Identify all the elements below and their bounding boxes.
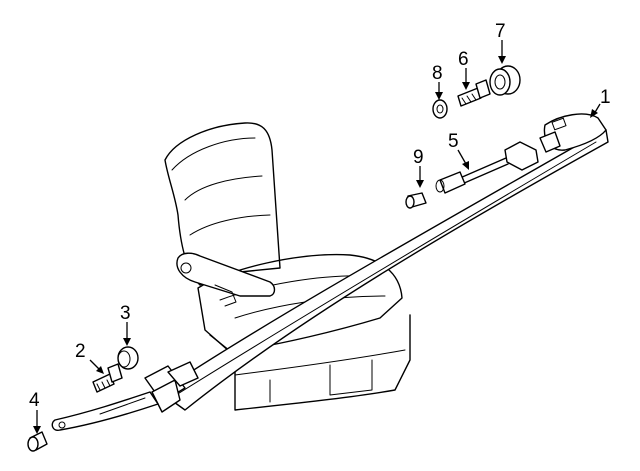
bushing-part-3 [117,346,139,370]
cap-part-9 [405,192,427,209]
seat-belt-assembly [51,113,609,431]
callout-7: 7 [495,21,506,42]
callout-6: 6 [458,49,469,70]
washer-part-8 [432,99,448,119]
callout-labels: 1 2 3 4 5 6 7 8 9 [29,21,611,411]
callout-4: 4 [29,390,40,411]
buckle-assembly [435,141,539,194]
callout-9: 9 [413,147,424,168]
callout-arrows [33,40,601,434]
callout-3: 3 [120,303,131,324]
bolt-part-6 [457,79,491,107]
callout-5: 5 [448,131,459,152]
seat-illustration [164,122,411,411]
callout-8: 8 [432,63,443,84]
bolt-part-2 [92,363,123,393]
bushing-part-7 [489,65,521,96]
callout-1: 1 [600,87,611,108]
callout-2: 2 [75,341,86,362]
cap-part-4 [27,431,48,452]
